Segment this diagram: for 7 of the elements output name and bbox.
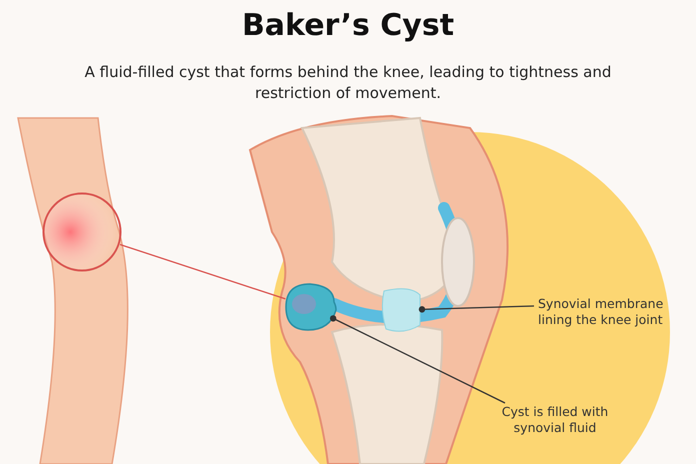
callout-text: Cyst is filled with synovial fluid	[500, 404, 610, 436]
leader-line	[330, 315, 506, 404]
leader-line	[418, 305, 534, 313]
connector-line	[120, 244, 286, 300]
callout-text: Synovial membrane lining the knee joint	[538, 296, 664, 328]
title: Baker’s Cyst	[240, 8, 456, 43]
subtitle: A fluid-filled cyst that forms behind the knee, leading to tightness and restriction of movement.	[84, 62, 612, 104]
